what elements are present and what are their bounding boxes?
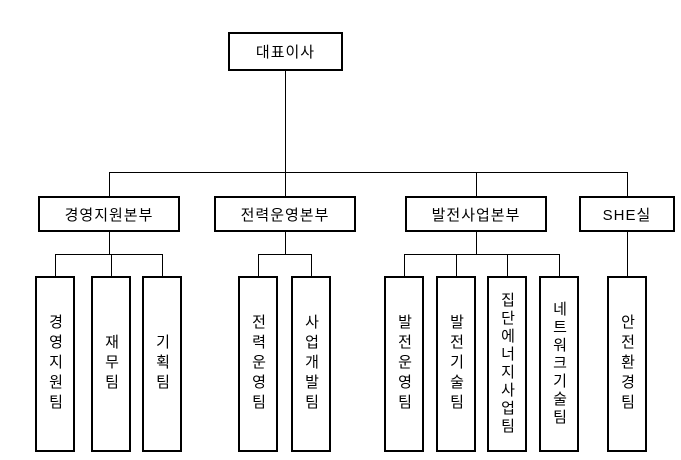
node-team-safety-environment: 안전환경팀	[607, 276, 647, 452]
node-division-management-support: 경영지원본부	[38, 196, 180, 232]
node-team-label: 네트워크기술팀	[550, 301, 568, 427]
node-team-label: 재무팀	[102, 334, 120, 394]
node-division-she-office: SHE실	[579, 196, 675, 232]
node-ceo-label: 대표이사	[255, 44, 316, 61]
connector-level1-bus	[109, 172, 628, 173]
node-team-label: 경영지원팀	[46, 314, 64, 414]
node-team-network-technology: 네트워크기술팀	[539, 276, 579, 452]
node-team-label: 사업개발팀	[302, 314, 320, 414]
node-team-finance: 재무팀	[91, 276, 131, 452]
node-team-label: 발전운영팀	[395, 314, 413, 414]
node-team-label: 집단에너지사업팀	[498, 292, 516, 436]
node-division-label: 경영지원본부	[64, 206, 154, 224]
connector-drop-team-1	[55, 254, 56, 276]
connector-bus-group-3	[404, 254, 560, 255]
connector-bus-group-1	[55, 254, 163, 255]
connector-riser-group-2	[285, 232, 286, 254]
node-team-label: 안전환경팀	[618, 314, 636, 414]
connector-root-riser	[285, 71, 286, 196]
node-division-label: SHE실	[602, 206, 652, 224]
connector-drop-team-10	[627, 232, 628, 276]
node-division-generation-business: 발전사업본부	[405, 196, 547, 232]
connector-drop-team-5	[311, 254, 312, 276]
connector-drop-team-9	[559, 254, 560, 276]
node-ceo: 대표이사	[228, 32, 343, 71]
connector-bus-group-2	[258, 254, 312, 255]
node-division-label: 전력운영본부	[240, 206, 330, 224]
connector-drop-team-6	[404, 254, 405, 276]
node-team-generation-operation: 발전운영팀	[384, 276, 424, 452]
node-team-power-operation: 전력운영팀	[238, 276, 278, 452]
connector-drop-team-8	[507, 254, 508, 276]
connector-riser-group-3	[476, 232, 477, 254]
connector-drop-team-4	[258, 254, 259, 276]
node-team-planning: 기획팀	[142, 276, 182, 452]
node-team-label: 전력운영팀	[249, 314, 267, 414]
connector-drop-team-3	[162, 254, 163, 276]
node-division-label: 발전사업본부	[431, 206, 521, 224]
connector-drop-division-1	[109, 172, 110, 196]
connector-drop-team-7	[456, 254, 457, 276]
node-team-district-energy: 집단에너지사업팀	[487, 276, 527, 452]
connector-drop-division-3	[476, 172, 477, 196]
connector-riser-group-1	[109, 232, 110, 254]
node-team-management-support: 경영지원팀	[35, 276, 75, 452]
node-division-power-operation: 전력운영본부	[214, 196, 356, 232]
node-team-label: 기획팀	[153, 334, 171, 394]
node-team-generation-technology: 발전기술팀	[436, 276, 476, 452]
node-team-business-development: 사업개발팀	[291, 276, 331, 452]
connector-drop-team-2	[111, 254, 112, 276]
node-team-label: 발전기술팀	[447, 314, 465, 414]
connector-drop-division-4	[627, 172, 628, 196]
